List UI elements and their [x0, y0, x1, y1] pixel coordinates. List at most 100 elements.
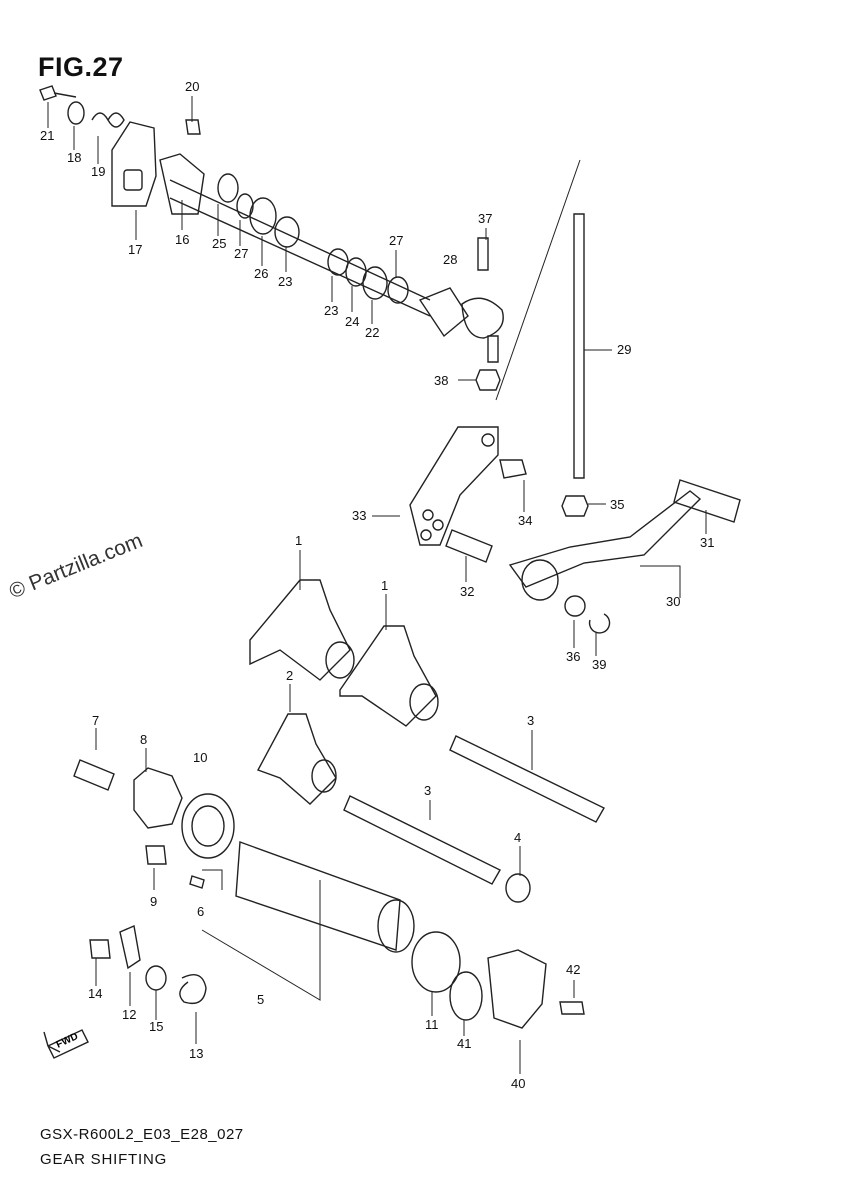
- part-27-washer-b: [387, 276, 409, 304]
- fork-boss-lower: [409, 683, 439, 721]
- part-2-fork: [257, 713, 337, 805]
- callout-39: 39: [592, 657, 606, 672]
- callout-41: 41: [457, 1036, 471, 1051]
- drum-end: [377, 899, 415, 953]
- part-17-slot: [123, 169, 143, 191]
- part-25-bush: [217, 173, 239, 203]
- callout-37: 37: [478, 211, 492, 226]
- callout-7: 7: [92, 713, 99, 728]
- figure-title: FIG.27: [38, 52, 124, 82]
- part-6-pin: [189, 875, 205, 889]
- part-11-bearing: [411, 931, 461, 993]
- callout-18: 18: [67, 150, 81, 165]
- part-31-footpeg: [673, 479, 741, 523]
- callout-40: 40: [511, 1076, 525, 1091]
- part-1-fork-lower: [339, 625, 437, 727]
- callout-24: 24: [345, 314, 359, 329]
- callout-33: 33: [352, 508, 366, 523]
- part-5-leader: [201, 880, 321, 1001]
- part-1-fork-upper: [249, 579, 351, 681]
- part-4-cap: [505, 873, 531, 903]
- part-10-bearing-inner: [191, 805, 225, 847]
- callout-23: 23: [278, 274, 292, 289]
- model-code: GSX-R600L2_E03_E28_027: [40, 1126, 244, 1143]
- part-7-pin: [73, 759, 115, 791]
- callout-9: 9: [150, 894, 157, 909]
- part-17-plate: [111, 121, 157, 207]
- part-23-washer-b: [327, 248, 349, 276]
- part-35-nut: [561, 495, 589, 517]
- part-joint-stud: [487, 335, 499, 363]
- callout-42: 42: [566, 962, 580, 977]
- part-40-cover: [487, 949, 547, 1029]
- part-13-spring: [179, 974, 207, 1005]
- part-42-bolt: [559, 1001, 585, 1015]
- part-20-bolt: [185, 119, 201, 135]
- callout-11: 11: [425, 1017, 439, 1032]
- callout-20: 20: [185, 79, 199, 94]
- diagram-name: GEAR SHIFTING: [40, 1151, 168, 1168]
- callout-28: 28: [443, 252, 457, 267]
- part-28-bolt: [477, 237, 489, 271]
- part-9-bolt: [145, 845, 167, 865]
- part-29-rod: [573, 213, 585, 479]
- part-41-oring: [449, 971, 483, 1021]
- callout-36: 36: [566, 649, 580, 664]
- part-shift-arm: [418, 287, 469, 338]
- callout-38: 38: [434, 373, 448, 388]
- part-joint-end: [461, 297, 504, 339]
- fork-boss-upper: [325, 641, 355, 679]
- callout-32: 32: [460, 584, 474, 599]
- part-10-bearing: [181, 793, 235, 859]
- part-8-cam: [133, 767, 183, 829]
- callout-21: 21: [40, 128, 54, 143]
- part-6-leader: [202, 869, 223, 890]
- part-33-bracket: [409, 426, 499, 546]
- callout-8: 8: [140, 732, 147, 747]
- part-19-spring: [91, 112, 125, 128]
- callout-2: 2: [286, 668, 293, 683]
- callout-16: 16: [175, 232, 189, 247]
- part-3-shaft-right: [449, 735, 605, 823]
- callout-17: 17: [128, 242, 142, 257]
- callout-30: 30: [666, 594, 680, 609]
- callout-25: 25: [212, 236, 226, 251]
- part-3-shaft-left: [343, 795, 501, 885]
- callout-10: 10: [193, 750, 207, 765]
- callout-3: 3: [527, 713, 534, 728]
- bracket-hole-2: [432, 519, 444, 531]
- callout-5: 5: [257, 992, 264, 1007]
- part-21-bolt: [39, 85, 77, 101]
- part-5-drum: [235, 841, 401, 951]
- part-23-washer: [274, 216, 300, 248]
- callout-13: 13: [189, 1046, 203, 1061]
- bracket-hole-3: [420, 529, 432, 541]
- part-34-bolt: [499, 459, 527, 479]
- part-27-washer: [236, 193, 254, 219]
- linkage-reference-line: [495, 159, 581, 401]
- callout-27-b: 27: [389, 233, 403, 248]
- fwd-label: FWD: [55, 1031, 80, 1051]
- part-30-shift-lever: [508, 490, 702, 588]
- callout-6: 6: [197, 904, 204, 919]
- part-36-washer: [564, 595, 586, 617]
- callout-1: 1: [295, 533, 302, 548]
- part-39-clip: [588, 613, 611, 634]
- part-26-seal: [249, 197, 277, 235]
- leader-lines: [47, 96, 707, 1074]
- callout-34: 34: [518, 513, 532, 528]
- callout-29: 29: [617, 342, 631, 357]
- part-14-bolt: [89, 939, 111, 959]
- lever-boss: [521, 559, 559, 601]
- callout-35: 35: [610, 497, 624, 512]
- callout-1-b: 1: [381, 578, 388, 593]
- bracket-hole-4: [481, 433, 495, 447]
- callout-4: 4: [514, 830, 521, 845]
- bracket-hole-1: [422, 509, 434, 521]
- callout-12: 12: [122, 1007, 136, 1022]
- part-12-stopper: [119, 925, 141, 970]
- callout-31: 31: [700, 535, 714, 550]
